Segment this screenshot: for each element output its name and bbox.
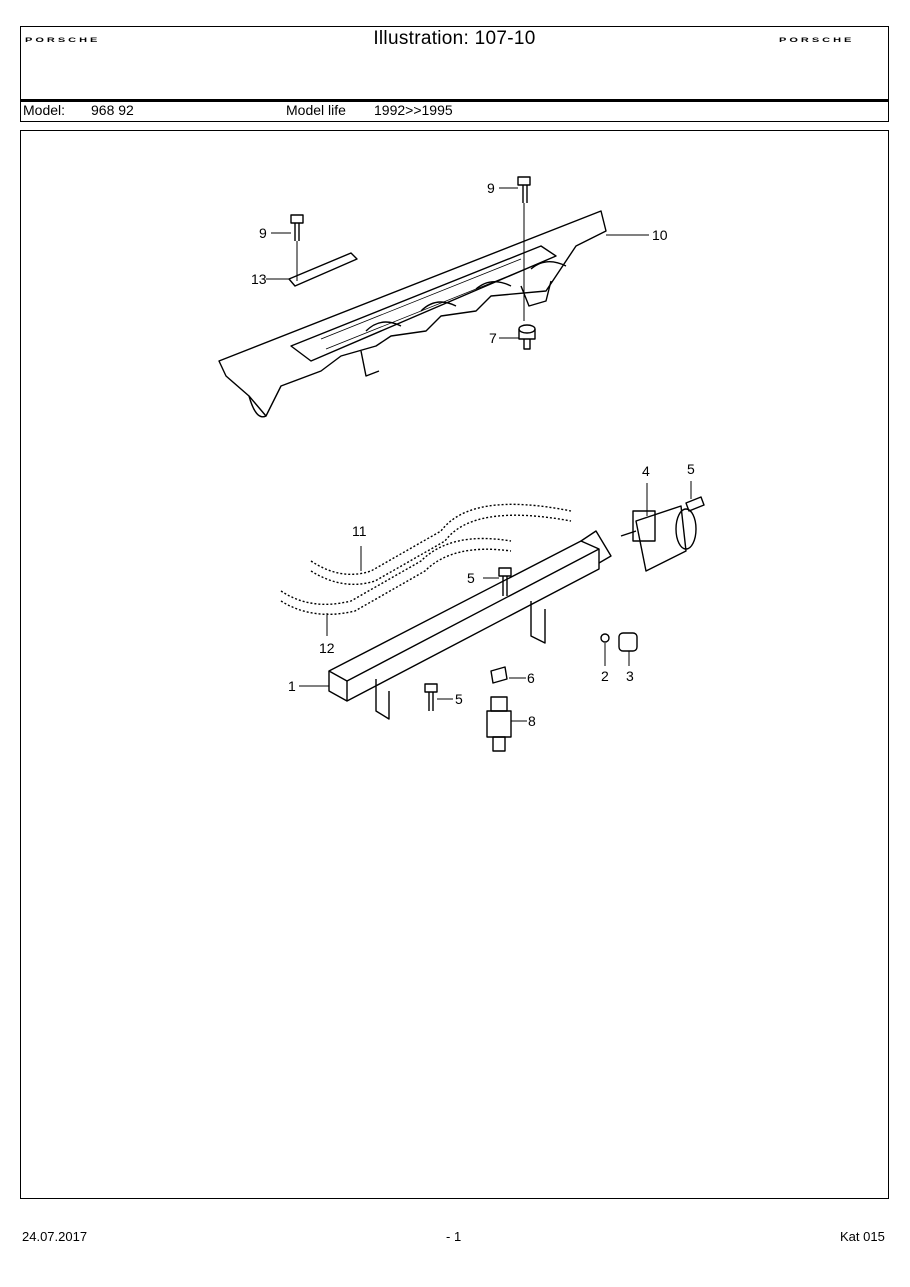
screw-9-left bbox=[290, 214, 304, 241]
page-title: Illustration: 107-10 bbox=[373, 28, 536, 49]
fuel-hose-12 bbox=[280, 537, 512, 616]
parts-diagram: 9 9 13 10 7 11 12 4 5 5 1 5 6 8 2 3 bbox=[218, 176, 705, 752]
callout-5-center: 5 bbox=[467, 570, 475, 586]
cap-3 bbox=[618, 632, 638, 652]
callout-5-right: 5 bbox=[687, 461, 695, 477]
callout-13: 13 bbox=[251, 271, 267, 287]
injector-7 bbox=[486, 696, 512, 752]
pressure-regulator bbox=[620, 505, 697, 572]
header-box: PORSCHE Illustration: 107-10 PORSCHE bbox=[20, 26, 889, 100]
callout-9-top: 9 bbox=[487, 180, 495, 196]
callout-1: 1 bbox=[288, 678, 296, 694]
model-value: 968 92 bbox=[91, 102, 134, 118]
callout-7: 8 bbox=[528, 713, 536, 729]
fuel-rail bbox=[328, 530, 612, 720]
bracket-13 bbox=[288, 252, 358, 287]
fuel-hose-11 bbox=[310, 503, 572, 586]
callout-8: 7 bbox=[489, 330, 497, 346]
bolt-5-right bbox=[685, 496, 705, 512]
footer-page: - 1 bbox=[446, 1229, 462, 1244]
screw-9-top bbox=[517, 176, 531, 203]
grommet-8 bbox=[518, 324, 536, 350]
callout-9-left: 9 bbox=[259, 225, 267, 241]
bolt-5-center bbox=[498, 567, 512, 596]
callout-12: 12 bbox=[319, 640, 335, 656]
callout-labels: 9 9 13 10 7 11 12 4 5 5 1 5 6 8 2 3 bbox=[251, 180, 695, 729]
model-life-label: Model life bbox=[286, 102, 346, 118]
model-bar: Model: 968 92 Model life 1992>>1995 bbox=[20, 102, 889, 122]
callout-3: 3 bbox=[626, 668, 634, 684]
bolt-5-lower bbox=[424, 683, 438, 711]
header-rule bbox=[20, 99, 889, 102]
seal-2 bbox=[600, 633, 610, 643]
footer-catalog: Kat 015 bbox=[840, 1229, 885, 1244]
brand-logo-right: PORSCHE bbox=[779, 37, 855, 44]
callout-5-lower: 5 bbox=[455, 691, 463, 707]
model-label: Model: bbox=[23, 102, 66, 118]
callout-11: 11 bbox=[352, 523, 367, 539]
callout-4: 4 bbox=[642, 463, 650, 479]
leader-lines bbox=[266, 187, 692, 722]
callout-10: 10 bbox=[652, 227, 668, 243]
model-life-value: 1992>>1995 bbox=[374, 102, 453, 118]
clip-6 bbox=[490, 666, 508, 684]
callout-6: 6 bbox=[527, 670, 535, 686]
illustration-frame: 9 9 13 10 7 11 12 4 5 5 1 5 6 8 2 3 bbox=[20, 130, 889, 1199]
footer-date: 24.07.2017 bbox=[22, 1229, 88, 1244]
brand-logo-left: PORSCHE bbox=[25, 37, 101, 44]
fuel-rail-cover bbox=[218, 210, 607, 418]
callout-2: 2 bbox=[601, 668, 609, 684]
